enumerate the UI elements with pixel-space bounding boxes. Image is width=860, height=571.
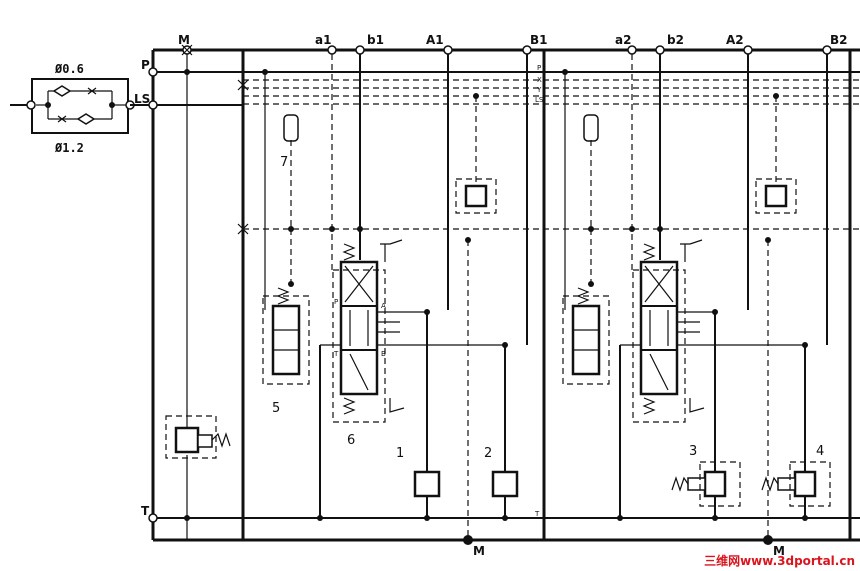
- callout-4: 4: [816, 444, 824, 459]
- valve-port-a: A: [381, 302, 386, 310]
- port-label-ls: LS: [134, 92, 150, 106]
- valve-port-t: T: [333, 350, 339, 358]
- port-label-B2: B2: [830, 33, 848, 47]
- port-label-b1: b1: [367, 33, 384, 47]
- port-label-m-top: M: [178, 33, 190, 47]
- port-label-p: P: [141, 58, 150, 72]
- valve-port-p: P: [334, 298, 338, 306]
- port-label-B1: B1: [530, 33, 548, 47]
- main-lines: [130, 71, 860, 519]
- valve-section-1: [262, 45, 532, 545]
- valve-section-2: [562, 45, 832, 545]
- callout-1: 1: [396, 446, 404, 461]
- callout-6: 6: [347, 433, 355, 448]
- valve-port-b: B: [381, 350, 386, 358]
- callout-7: 7: [280, 155, 288, 170]
- manifold-frame: [151, 48, 860, 542]
- callout-5: 5: [272, 401, 280, 416]
- port-label-a1: a1: [315, 33, 331, 47]
- orifice-label-upper: Ø0.6: [54, 62, 84, 76]
- orifice-block: [10, 78, 135, 134]
- valve-port-t-end: T: [534, 510, 540, 518]
- watermark: 三维网www.3dportal.cn: [704, 553, 855, 568]
- port-label-A1: A1: [426, 33, 444, 47]
- port-label-b2: b2: [667, 33, 684, 47]
- port-label-t: T: [141, 504, 150, 518]
- line-tag-x: X: [537, 76, 542, 84]
- port-label-m-bottom-2: M: [773, 544, 785, 558]
- port-label-a2: a2: [615, 33, 631, 47]
- line-tag-ls: LS: [535, 96, 544, 104]
- callout-2: 2: [484, 446, 492, 461]
- port-label-m-bottom-1: M: [473, 544, 485, 558]
- line-tag-y: Y: [536, 86, 542, 94]
- inlet-section: [165, 44, 249, 540]
- port-label-A2: A2: [726, 33, 744, 47]
- line-tag-p: P: [537, 64, 541, 72]
- callout-3: 3: [689, 444, 697, 459]
- orifice-label-lower: Ø1.2: [54, 141, 84, 155]
